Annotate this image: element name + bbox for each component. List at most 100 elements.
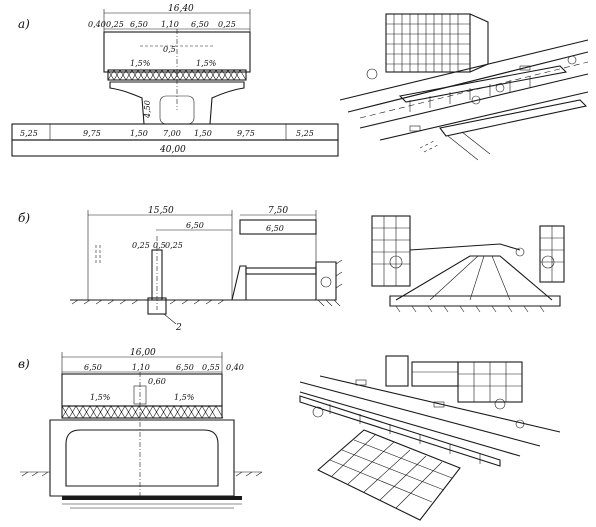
- car-c2: [433, 401, 445, 408]
- building-c2: [411, 361, 459, 387]
- dim-a-150b: 1,50: [194, 129, 212, 138]
- tree-c1: [312, 406, 324, 418]
- car-a1: [409, 125, 421, 132]
- tree-b1: [389, 255, 403, 269]
- panel-b-section: б) 15,50 6,50 0,25 0,5 0,25 7,50 6,50 2: [18, 206, 343, 333]
- panel-a-perspective: [339, 13, 589, 161]
- road-b-outline: [395, 255, 553, 301]
- leader-b-2: [163, 313, 177, 325]
- building-a: [385, 13, 471, 73]
- tree-b3: [515, 247, 525, 257]
- dim-b-650: 6,50: [186, 221, 204, 230]
- tree-a2: [471, 95, 481, 105]
- tree-a3: [495, 83, 505, 93]
- slope-a-right: 1,5%: [196, 59, 217, 68]
- tree-a4: [567, 55, 577, 65]
- building-b-left: [371, 215, 411, 287]
- car-a2: [519, 65, 531, 71]
- dim-c-650b: 6,50: [176, 363, 194, 372]
- bridge-c-piers: [329, 404, 481, 464]
- dim-b-650r: 6,50: [266, 224, 284, 233]
- marker-b-2: 2: [175, 323, 182, 333]
- building-b-left-grid: [372, 216, 410, 286]
- ground-b-hatch: [71, 299, 225, 305]
- road-a-edge2: [347, 51, 589, 113]
- dim-b-025a: 0,25: [132, 241, 150, 250]
- panel-c-section: в) 16,00 6,50 1,10 6,50 0,55 0,40 0,60 1…: [18, 348, 263, 509]
- dim-c-total-top: 16,00: [130, 348, 156, 358]
- tunnel-inner-c: [65, 429, 219, 487]
- dim-a-650b: 6,50: [191, 20, 209, 29]
- panel-c-letter: в): [18, 357, 30, 371]
- dim-b-05: 0,5: [153, 241, 166, 250]
- dim-a-150a: 1,50: [130, 129, 148, 138]
- slope-c-right: 1,5%: [174, 393, 195, 402]
- dim-a-650a: 6,50: [130, 20, 148, 29]
- tree-a1: [366, 68, 378, 80]
- abutment-b: [315, 261, 337, 301]
- panel-b-letter: б): [18, 211, 30, 225]
- dim-a-110: 1,10: [161, 20, 179, 29]
- deck-box-c: [61, 373, 223, 407]
- dim-a-total-top: 16,40: [168, 4, 194, 14]
- water-c: [62, 496, 242, 500]
- dim-a-450: 4,50: [143, 100, 152, 119]
- truss-pattern-a2: [107, 69, 241, 81]
- road-a-edge1: [339, 39, 589, 101]
- elevated-deck-a-piers: [409, 76, 531, 112]
- tree-c2: [494, 398, 506, 410]
- building-c-grid: [412, 362, 522, 402]
- road-b-front: [389, 295, 561, 307]
- tree-b2: [541, 255, 555, 269]
- tunnel-outer-c: [49, 419, 235, 497]
- dim-a-025b: 0,25: [218, 20, 236, 29]
- median-c: [133, 385, 147, 405]
- building-a-side: [469, 13, 489, 73]
- abutment-b-hatch: [317, 259, 343, 307]
- road-a-edge3: [359, 73, 589, 129]
- truss-band-c: [61, 405, 223, 419]
- road-b-lanes: [429, 255, 511, 301]
- dim-a-525b: 5,25: [296, 129, 314, 138]
- slope-a-left: 1,5%: [130, 59, 151, 68]
- horizon-b: [409, 243, 521, 251]
- dim-c-110: 1,10: [132, 363, 150, 372]
- dim-c-650a: 6,50: [84, 363, 102, 372]
- dim-a-040: 0,40: [88, 20, 106, 29]
- dim-b-total-right: 7,50: [268, 206, 288, 216]
- plaza-c-grid: [329, 433, 453, 509]
- dim-b-total-left: 15,50: [148, 206, 174, 216]
- road-b-hatch: [395, 305, 545, 313]
- elevated-deck-a: [398, 65, 568, 103]
- road-a-markings: [419, 139, 441, 153]
- walkway-a: [439, 99, 588, 137]
- dim-a-975b: 9,75: [237, 129, 255, 138]
- dim-a-025a: 0,25: [106, 20, 124, 29]
- panel-a-section: а) 16,40 0,40 0,25 6,50 1,10 6,50 0,25 0…: [11, 4, 339, 157]
- car-c1: [355, 379, 367, 386]
- road-c-edge1: [299, 381, 541, 447]
- dim-a-05: 0,5: [163, 45, 176, 54]
- road-c-edge2: [299, 391, 521, 457]
- water-c-lines: [62, 503, 242, 509]
- dim-a-975a: 9,75: [83, 129, 101, 138]
- foundation-base-a: [11, 139, 339, 157]
- walkway-a-ramp: [447, 131, 491, 161]
- wall-b: [231, 265, 247, 301]
- dim-b-025b: 0,25: [165, 241, 183, 250]
- road-a-edge4: [379, 91, 589, 141]
- dim-c-060: 0,60: [148, 377, 166, 386]
- truss-pattern-c2: [61, 405, 217, 419]
- road-a-centerline: [359, 61, 589, 119]
- panel-c-perspective: [299, 355, 561, 521]
- dim-c-040: 0,40: [226, 363, 244, 372]
- slope-c-left: 1,5%: [90, 393, 111, 402]
- bridge-c-deck: [299, 395, 501, 467]
- pipe-b: [320, 276, 332, 288]
- footing-b: [147, 297, 167, 315]
- dim-c-055: 0,55: [202, 363, 220, 372]
- dim-a-700: 7,00: [163, 129, 181, 138]
- ground-c-hatch: [21, 471, 263, 477]
